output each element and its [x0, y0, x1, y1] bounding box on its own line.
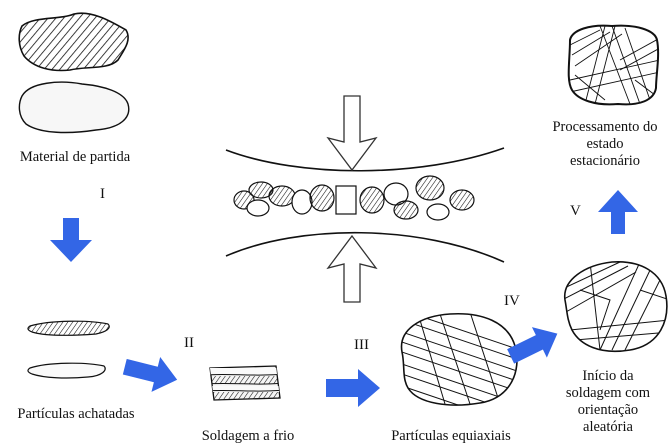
milling-particles [234, 176, 474, 220]
steady-state-particle [569, 26, 660, 105]
label-particulas-achatadas: Partículas achatadas [0, 406, 152, 423]
random-welding-particle [560, 262, 670, 352]
stage-label-i: I [100, 186, 105, 203]
arrow-stage-3 [326, 369, 380, 407]
stage-label-v: V [570, 203, 581, 220]
stage-label-ii: II [184, 335, 194, 352]
label-proc-line2: estado [538, 136, 672, 153]
label-soldagem-a-frio: Soldagem a frio [188, 428, 308, 445]
label-particulas-equiaxiais: Partículas equiaxiais [370, 428, 532, 445]
label-inicio-soldagem: Início da soldagem com orientação aleató… [552, 368, 664, 436]
label-material-de-partida: Material de partida [4, 149, 146, 166]
compression-arrow-down [328, 96, 376, 170]
stage-label-iv: IV [504, 293, 520, 310]
cold-welded-particle [205, 366, 285, 401]
label-inicio-line3: orientação [552, 402, 664, 419]
label-processamento: Processamento do estado estacionário [538, 119, 672, 170]
stage-label-iii: III [354, 337, 369, 354]
label-inicio-line2: soldagem com [552, 385, 664, 402]
arrow-stage-2 [120, 349, 181, 397]
label-proc-line3: estacionário [538, 153, 672, 170]
label-proc-line1: Processamento do [538, 119, 672, 136]
starting-particle-hatched [19, 13, 128, 70]
arrow-up-stage-5 [598, 190, 638, 234]
label-inicio-line1: Início da [552, 368, 664, 385]
compression-arrow-up [328, 236, 376, 302]
starting-particle-plain [19, 82, 128, 132]
equiaxed-particle [396, 308, 520, 438]
arrow-down-stage-1 [50, 218, 92, 262]
flattened-particle-hatched [28, 321, 109, 335]
label-inicio-line4: aleatória [552, 419, 664, 436]
flattened-particle-plain [28, 363, 105, 378]
